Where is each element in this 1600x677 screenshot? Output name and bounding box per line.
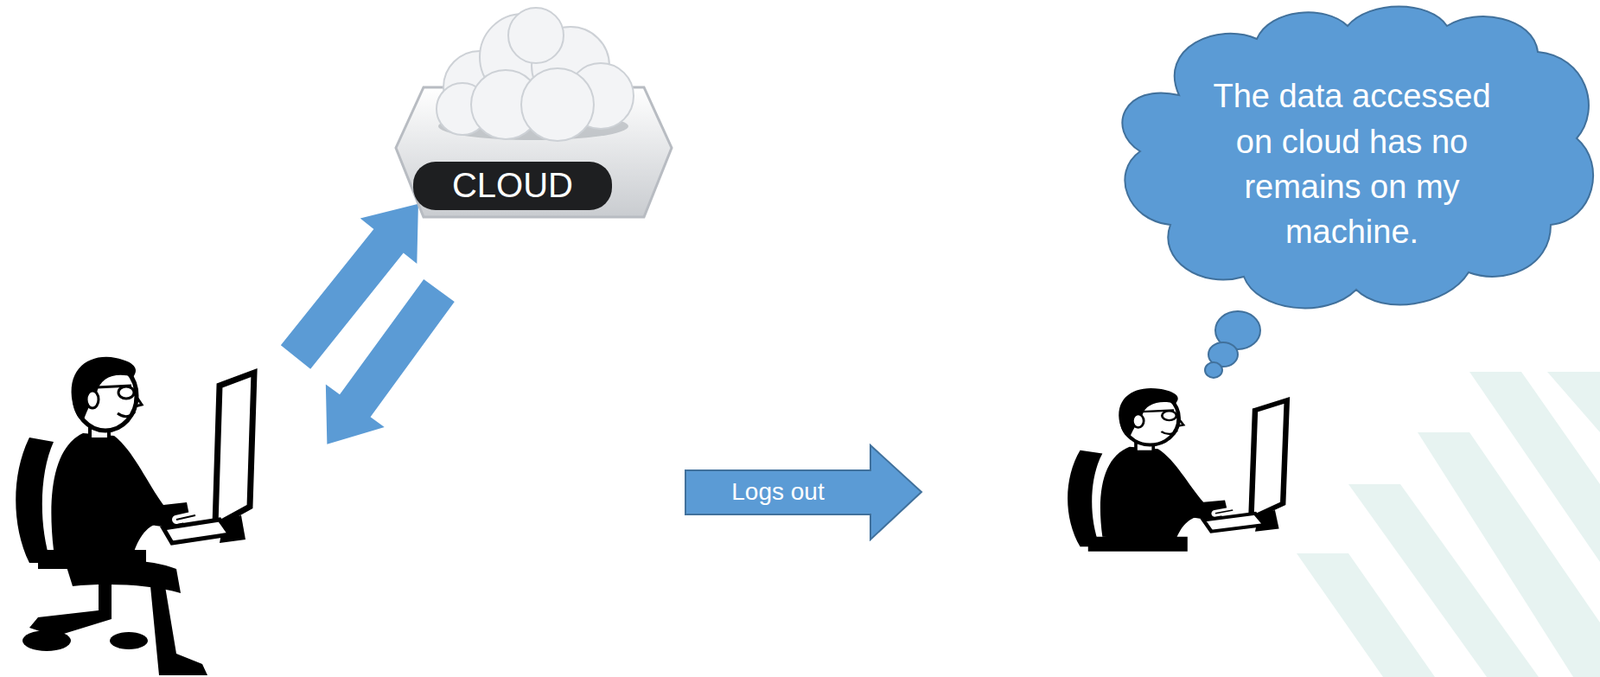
node-text: CLOUD [413, 161, 612, 210]
thought-bubble: The data accessed on cloud has no remain… [1096, 0, 1599, 333]
node-text: The data accessed on cloud has no remain… [1192, 73, 1512, 255]
thought-bubble-outline [1096, 0, 1599, 333]
block-arrow: Logs out [683, 443, 924, 542]
node-text: Logs out [687, 475, 869, 510]
cloud-icon: CLOUD [393, 5, 675, 232]
